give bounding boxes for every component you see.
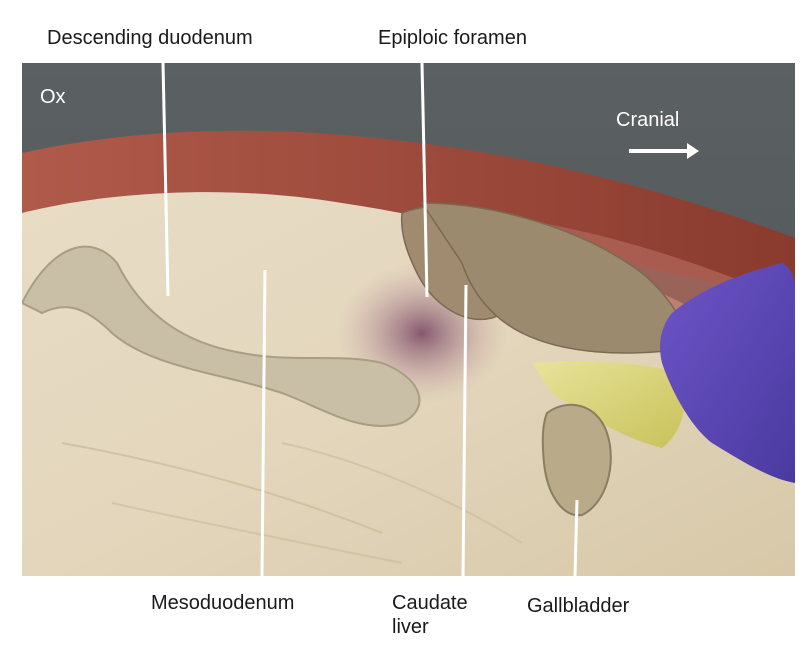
label-descending-duodenum: Descending duodenum [47,27,253,49]
gallbladder-organ [541,403,612,517]
glove [660,263,795,483]
direction-label: Cranial [616,109,680,131]
dissection-photo: Ox Cranial [22,63,795,576]
label-epiploic-foramen: Epiploic foramen [378,27,527,49]
descending-duodenum [22,245,421,427]
label-gallbladder: Gallbladder [527,595,630,617]
yellow-tissue [532,361,686,448]
label-mesoduodenum: Mesoduodenum [151,592,295,614]
label-caudate-liver: Caudate liver [392,592,468,638]
species-label: Ox [40,86,66,108]
